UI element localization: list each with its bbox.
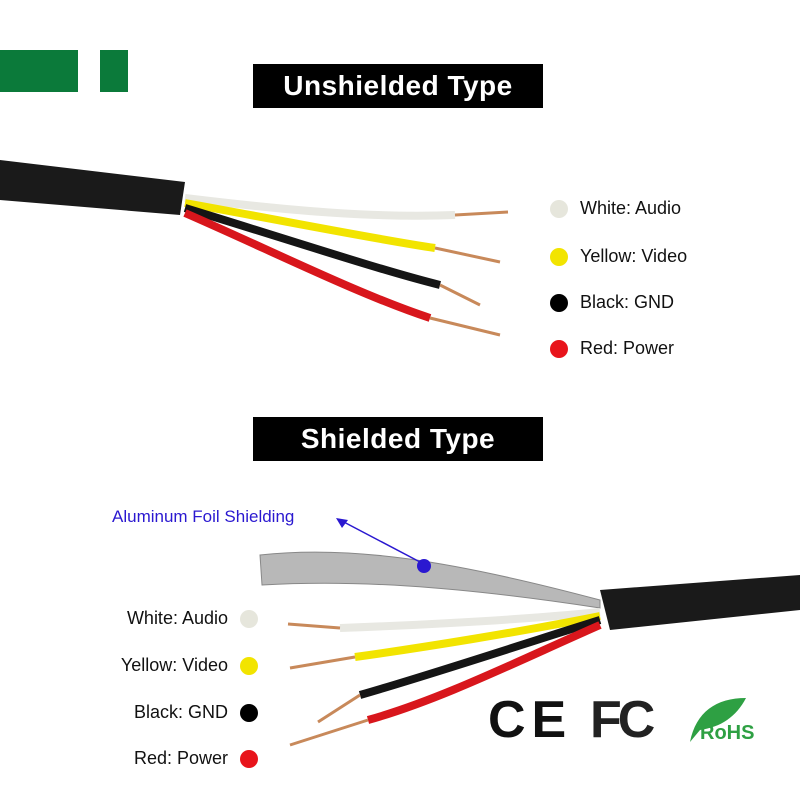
legend-item-yellow: Yellow: Video [550,246,687,267]
red-dot-icon [550,339,568,358]
shielded-title: Shielded Type [253,417,543,461]
rohs-logo: RoHS [686,692,766,748]
brand-bar [0,50,78,92]
yellow-dot-icon [240,656,258,675]
rohs-label: RoHS [700,722,755,744]
yellow-dot-icon [550,247,568,266]
legend-label: Black: GND [580,292,675,312]
legend-item-black: Black: GND [550,292,674,313]
foil-shielding-annotation: Aluminum Foil Shielding [112,507,295,526]
shielded-cable [259,518,800,747]
legend-item-red: Red: Power [550,338,674,359]
white-dot-icon [240,609,258,628]
black-dot-icon [240,703,258,722]
legend-item-white: White: Audio [127,608,258,629]
leaf-icon [690,698,746,742]
ce-mark-logo: CE [488,691,573,749]
legend-label: Red: Power [133,748,228,768]
legend-label: Red: Power [580,338,675,358]
legend-label: Yellow: Video [120,655,228,675]
legend-label: White: Audio [126,608,228,628]
unshielded-title: Unshielded Type [253,64,543,108]
fcc-logo: FC [590,691,655,749]
legend-item-red: Red: Power [134,748,258,769]
legend-label: White: Audio [580,198,682,218]
black-dot-icon [550,293,568,312]
brand-bar-small [100,50,128,92]
white-dot-icon [550,199,568,218]
red-dot-icon [240,749,258,768]
unshielded-cable [0,160,509,337]
legend-item-white: White: Audio [550,198,681,219]
legend-label: Black: GND [133,702,228,722]
legend-item-black: Black: GND [134,702,258,723]
legend-item-yellow: Yellow: Video [121,655,258,676]
legend-label: Yellow: Video [580,246,688,266]
